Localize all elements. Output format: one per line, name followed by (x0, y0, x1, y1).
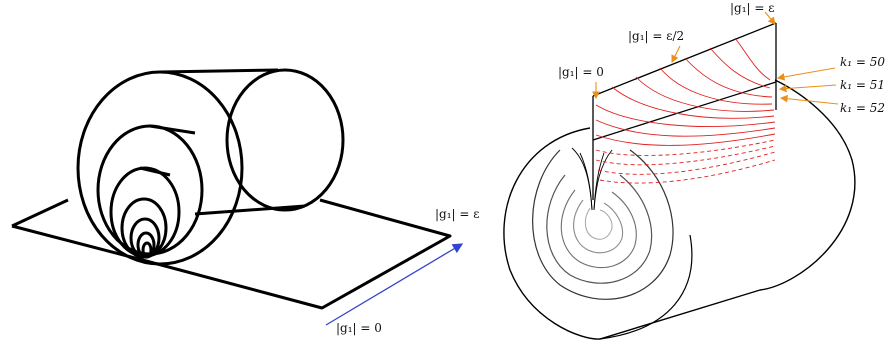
nested-rings (532, 149, 674, 300)
vertical-sheet (592, 22, 777, 200)
edge-label: |g₁| = ε (435, 207, 479, 221)
label-arrows (592, 11, 839, 105)
rolled-cylinder (76, 68, 345, 266)
label-k51: k₁ = 51 (840, 78, 885, 92)
tube-outer (503, 79, 856, 340)
contour-lines (595, 37, 776, 184)
flat-sheet (11, 198, 452, 310)
right-panel: |g₁| = ε |g₁| = ε/2 |g₁| = 0 k₁ = 50 k₁ … (503, 1, 885, 340)
direction-arrow (325, 243, 464, 326)
tube-back-edge (599, 234, 693, 340)
funnel-lines (571, 147, 613, 211)
label-g1-zero: |g₁| = 0 (558, 65, 604, 79)
left-panel: |g₁| = ε |g₁| = 0 (11, 68, 479, 335)
label-g1-epsilon: |g₁| = ε (730, 1, 774, 15)
label-k50: k₁ = 50 (840, 55, 885, 69)
arrow-label: |g₁| = 0 (336, 321, 382, 335)
label-g1-half-epsilon: |g₁| = ε/2 (628, 29, 684, 43)
label-k52: k₁ = 52 (840, 101, 885, 115)
